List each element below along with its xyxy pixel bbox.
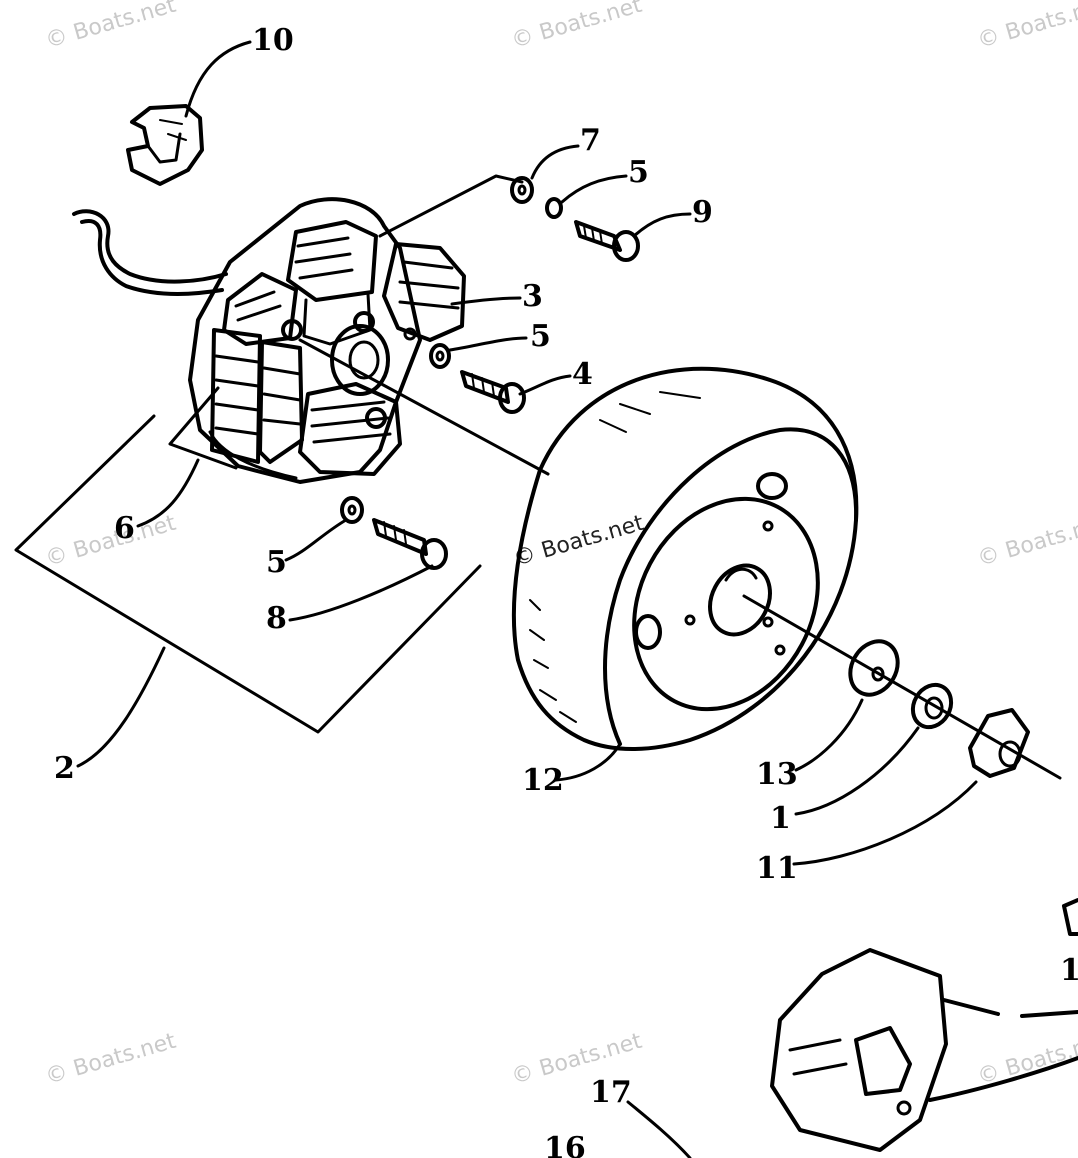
callout-13: 13 [756,757,798,792]
part-12-flywheel[interactable] [511,366,859,751]
callout-11: 11 [756,851,798,886]
watermark: © Boats.net [975,511,1078,572]
hub-fasteners[interactable] [841,633,1030,778]
fasteners-middle[interactable] [429,343,526,414]
callout-5: 5 [530,319,551,354]
callout-16: 16 [544,1131,586,1158]
watermark: © Boats.net [509,0,645,54]
stator-assembly[interactable] [72,197,466,484]
callout-brackets [14,174,1062,780]
watermark: © Boats.net [43,0,179,54]
callout-3: 3 [522,279,543,314]
callout-1: 1 [770,801,791,836]
watermark: © Boats.net [975,0,1078,54]
callout-1: 1 [1060,953,1078,988]
callout-10: 10 [252,23,294,58]
callout-labels: 10 7 5 9 3 5 4 6 5 8 2 12 13 1 11 17 16 … [54,23,1078,1158]
ignition-coil[interactable] [770,898,1078,1152]
watermark-layer: © Boats.net © Boats.net © Boats.net © Bo… [43,0,1078,1090]
callout-2: 2 [54,751,75,786]
part-10-clip[interactable] [126,104,204,186]
watermark: © Boats.net [975,1029,1078,1090]
callout-4: 4 [572,357,593,392]
leader-lines [76,40,978,1158]
callout-8: 8 [266,601,287,636]
fasteners-lower[interactable] [340,496,448,570]
callout-17: 17 [590,1075,632,1110]
callout-9: 9 [692,195,713,230]
callout-5: 5 [266,545,287,580]
watermark: © Boats.net [43,511,179,572]
callout-12: 12 [522,763,564,798]
watermark: © Boats.net [43,1029,179,1090]
callout-7: 7 [580,123,601,158]
callout-6: 6 [114,511,135,546]
fasteners-upper[interactable] [510,176,640,262]
callout-5: 5 [628,155,649,190]
